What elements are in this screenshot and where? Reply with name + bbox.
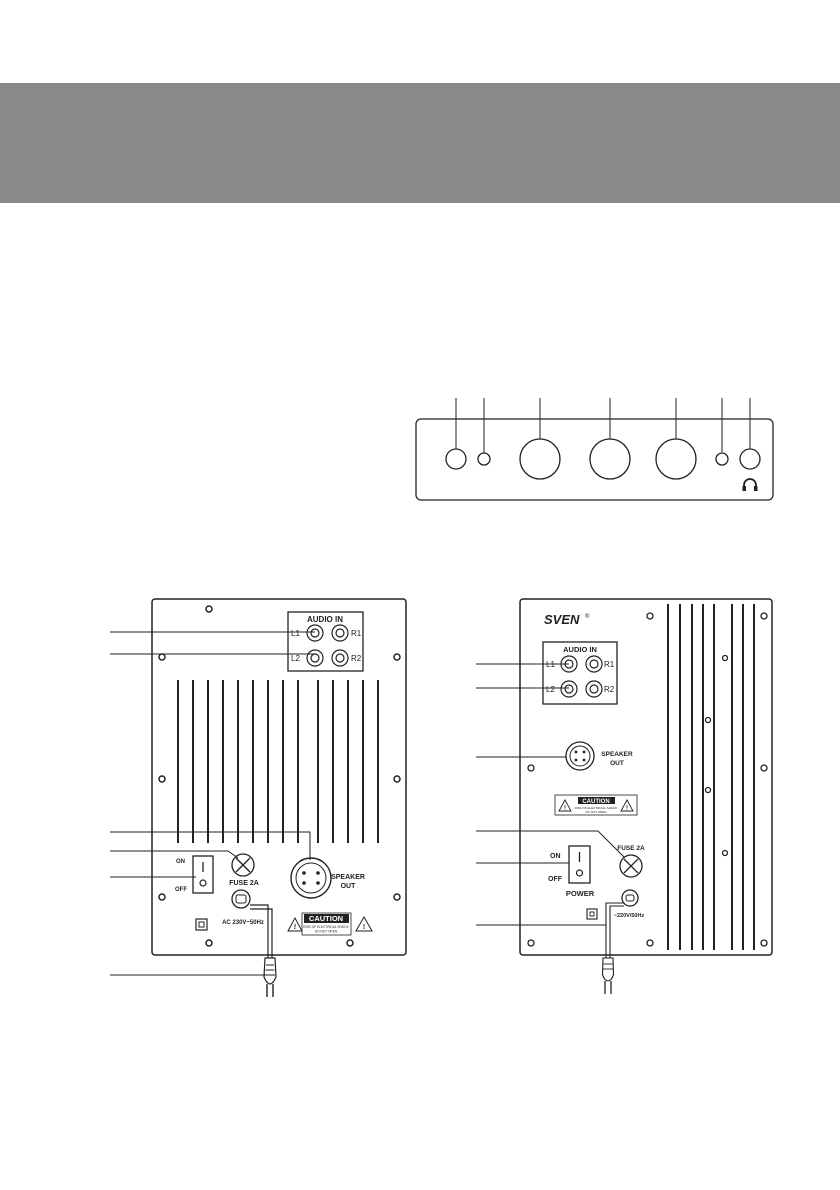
left-caution-title: CAUTION xyxy=(309,914,343,923)
volume-knob xyxy=(519,438,561,480)
left-power-inlet xyxy=(231,889,251,909)
headphone-jack xyxy=(739,448,761,470)
right-audio-in-label: AUDIO IN xyxy=(563,645,597,654)
header-band xyxy=(0,83,840,203)
right-heatsink-fins xyxy=(667,604,755,950)
right-off-label: OFF xyxy=(548,876,563,883)
left-power-switch xyxy=(192,855,214,894)
sven-logo: SVEN xyxy=(544,612,580,627)
right-rear-panel: SVEN ® AUDIO IN L1 R1 L2 R2 SPEAKER OUT … xyxy=(476,598,773,994)
warning-triangle-icon: ! xyxy=(355,915,373,932)
front-panel-body xyxy=(415,418,774,501)
right-ac-label: ~220V/50Hz xyxy=(614,913,645,919)
right-caution-line2: DO NOT OPEN xyxy=(586,810,607,814)
left-speaker-out-label-2: OUT xyxy=(341,883,357,890)
headphones-icon xyxy=(742,478,758,491)
left-on-label: ON xyxy=(176,859,185,865)
right-caution-plate xyxy=(554,794,638,816)
right-fuse-label: FUSE 2A xyxy=(617,845,645,852)
power-button xyxy=(445,448,467,470)
fuse-cross-icon xyxy=(231,853,255,877)
left-l1-label: L1 xyxy=(291,629,300,638)
right-r1-label: R1 xyxy=(604,660,615,669)
left-callout-lines xyxy=(110,631,315,976)
left-off-label: OFF xyxy=(175,887,187,893)
input-led xyxy=(715,452,729,466)
left-heatsink-fins xyxy=(177,680,379,843)
right-power-label: POWER xyxy=(566,889,595,898)
fuse-cross-icon xyxy=(619,854,643,878)
right-power-switch xyxy=(568,845,591,884)
right-speaker-out-label-1: SPEAKER xyxy=(601,751,633,758)
left-fuse-label: FUSE 2A xyxy=(229,880,259,887)
right-l2-label: L2 xyxy=(546,685,555,694)
right-r2-label: R2 xyxy=(604,685,615,694)
warning-triangle-icon: ! xyxy=(620,799,634,812)
left-audio-in-label: AUDIO IN xyxy=(307,615,343,624)
right-caution-line1: RISK OF ELECTRICAL SHOCK xyxy=(575,806,618,810)
left-panel-body xyxy=(151,598,407,956)
front-panel xyxy=(415,398,774,501)
left-caution-line2: DO NOT OPEN xyxy=(315,930,338,934)
left-audio-in-box xyxy=(287,611,364,672)
left-ac-label: AC 230V~50Hz xyxy=(222,920,264,926)
svg-text:!: ! xyxy=(294,924,296,931)
left-r1-label: R1 xyxy=(351,629,362,638)
power-plug-icon xyxy=(263,957,277,997)
left-l2-label: L2 xyxy=(291,654,300,663)
left-rca-jacks xyxy=(306,624,349,667)
sven-registered-mark: ® xyxy=(585,613,590,620)
svg-text:!: ! xyxy=(363,924,365,931)
right-callout-lines xyxy=(476,663,625,926)
warning-triangle-icon: ! xyxy=(558,799,572,812)
warning-triangle-icon: ! xyxy=(287,916,303,932)
left-screw-holes xyxy=(158,605,401,947)
svg-text:!: ! xyxy=(626,806,628,812)
right-on-label: ON xyxy=(550,853,561,860)
bass-knob xyxy=(589,438,631,480)
left-speaker-out-label-1: SPEAKER xyxy=(331,874,365,881)
treble-knob xyxy=(655,438,697,480)
left-rear-panel: AUDIO IN L1 R1 L2 R2 ON OFF FUSE 2A xyxy=(110,598,407,997)
front-callout-lines xyxy=(455,398,751,453)
left-ground-symbol xyxy=(195,918,208,931)
right-audio-in-box xyxy=(542,641,618,705)
right-caution-title: CAUTION xyxy=(582,799,609,805)
right-speaker-out-label-2: OUT xyxy=(610,760,624,767)
power-led xyxy=(477,452,491,466)
power-plug-icon xyxy=(601,957,615,994)
left-speaker-out-connector xyxy=(290,857,332,899)
left-caution-line1: RISK OF ELECTRICAL SHOCK xyxy=(303,925,349,929)
svg-text:!: ! xyxy=(564,806,566,812)
left-r2-label: R2 xyxy=(351,654,362,663)
right-power-inlet xyxy=(621,889,639,907)
right-ground-symbol xyxy=(586,908,598,920)
right-screw-holes xyxy=(527,612,768,947)
